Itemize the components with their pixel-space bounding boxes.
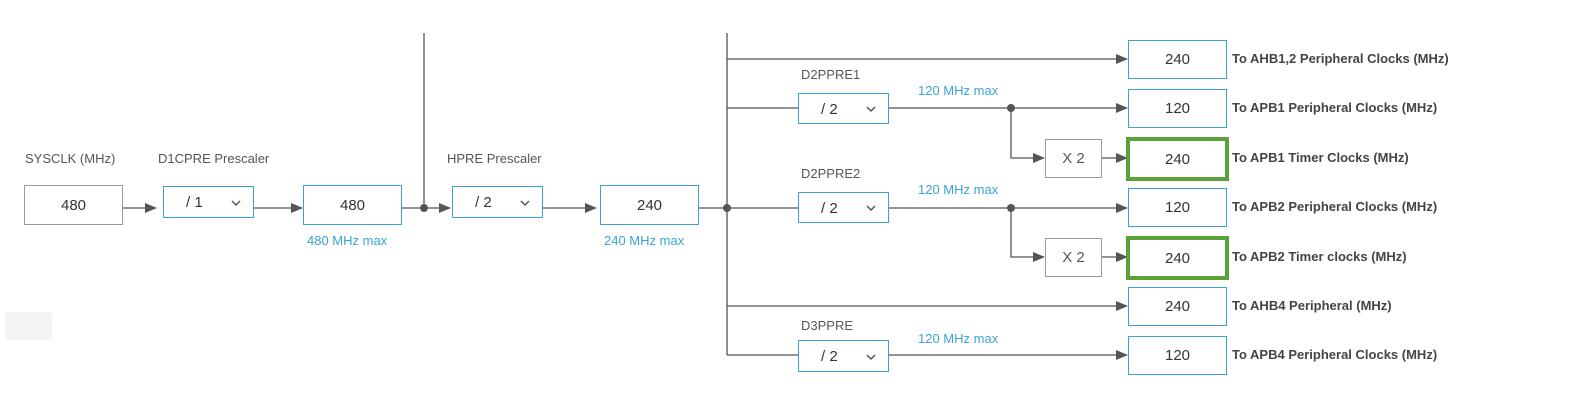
apb1-peripheral-label: To APB1 Peripheral Clocks (MHz)	[1232, 100, 1438, 115]
d1cpre-max: 480 MHz max	[307, 233, 388, 248]
d2ppre1-max: 120 MHz max	[918, 83, 999, 98]
d1cpre-label: D1CPRE Prescaler	[158, 151, 270, 166]
ahb12-clock-value: 240	[1128, 40, 1227, 79]
d2ppre2-max: 120 MHz max	[918, 182, 999, 197]
chevron-down-icon	[866, 205, 876, 212]
apb1-timer-label: To APB1 Timer Clocks (MHz)	[1232, 150, 1409, 165]
hpre-select[interactable]: / 2	[452, 186, 543, 218]
d1cpre-select[interactable]: / 1	[163, 186, 254, 218]
d2ppre2-label: D2PPRE2	[801, 166, 861, 181]
faded-placeholder	[5, 312, 52, 340]
apb2-timer-label: To APB2 Timer clocks (MHz)	[1232, 249, 1407, 264]
chevron-down-icon	[520, 200, 530, 207]
d2ppre2-select[interactable]: / 2	[798, 192, 889, 223]
apb4-peripheral-value: 120	[1128, 336, 1227, 375]
d2ppre1-selected: / 2	[821, 101, 838, 118]
d2ppre1-select[interactable]: / 2	[798, 93, 889, 124]
sysclk-label: SYSCLK (MHz)	[25, 151, 116, 166]
hpre-output: 240	[600, 185, 699, 225]
d1cpre-output: 480	[303, 185, 402, 225]
d2ppre1-label: D2PPRE1	[801, 67, 861, 82]
apb4-peripheral-label: To APB4 Peripheral Clocks (MHz)	[1232, 347, 1438, 362]
sysclk-value: 480	[24, 185, 123, 225]
apb2-timer-multiplier: X 2	[1045, 238, 1102, 277]
apb1-peripheral-value: 120	[1128, 89, 1227, 128]
d2ppre2-selected: / 2	[821, 200, 838, 217]
hpre-selected: / 2	[475, 194, 492, 211]
d3ppre-max: 120 MHz max	[918, 331, 999, 346]
ahb12-clock-label: To AHB1,2 Peripheral Clocks (MHz)	[1232, 51, 1449, 66]
chevron-down-icon	[866, 106, 876, 113]
d1cpre-selected: / 1	[186, 194, 203, 211]
chevron-down-icon	[231, 200, 241, 207]
hpre-label: HPRE Prescaler	[447, 151, 542, 166]
apb1-timer-multiplier: X 2	[1045, 139, 1102, 178]
d3ppre-select[interactable]: / 2	[798, 340, 889, 372]
apb2-peripheral-label: To APB2 Peripheral Clocks (MHz)	[1232, 199, 1438, 214]
hpre-max: 240 MHz max	[604, 233, 685, 248]
apb1-timer-value: 240	[1126, 137, 1229, 181]
d3ppre-selected: / 2	[821, 348, 838, 365]
ahb4-peripheral-label: To AHB4 Peripheral (MHz)	[1232, 298, 1392, 313]
ahb4-peripheral-value: 240	[1128, 287, 1227, 326]
apb2-peripheral-value: 120	[1128, 188, 1227, 227]
d3ppre-label: D3PPRE	[801, 318, 854, 333]
apb2-timer-value: 240	[1126, 236, 1229, 280]
chevron-down-icon	[866, 354, 876, 361]
